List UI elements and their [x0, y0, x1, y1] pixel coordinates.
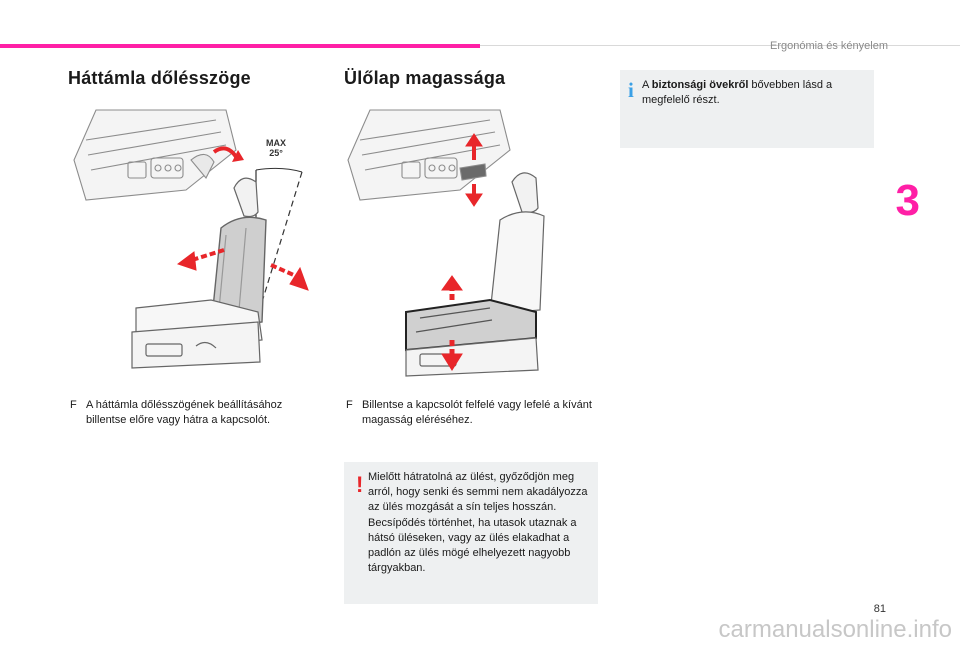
arrowhead-icon: [232, 150, 244, 162]
door-panel-drawing: [347, 109, 511, 201]
seat-updown-arrows: [441, 275, 463, 371]
seat-drawing: [405, 172, 545, 377]
accent-bar: [0, 44, 480, 48]
warning-icon: !: [356, 472, 364, 497]
switch-updown-arrows: [465, 133, 483, 207]
info-prefix: A: [642, 79, 652, 91]
chapter-number: 3: [895, 176, 920, 225]
step-backrest: F A háttámla dőlésszögének beállításához…: [70, 398, 310, 428]
warning-box: ! Mielőtt hátratolná az ülést, győződjön…: [344, 462, 598, 604]
tilt-arrows: [176, 248, 309, 291]
bullet-f: F: [70, 399, 77, 411]
chapter-title: Ergonómia és kényelem: [769, 40, 888, 52]
info-box: i A biztonsági övekről bővebben lásd a m…: [620, 70, 874, 148]
watermark: carmanualsonline.info: [718, 616, 952, 643]
seat-drawing: [131, 177, 267, 369]
info-link-seatbelts[interactable]: biztonsági övekről: [651, 79, 749, 91]
step-backrest-text: A háttámla dőlésszögének beállításához b…: [86, 399, 283, 426]
step-seat-height: F Billentse a kapcsolót felfelé vagy lef…: [346, 398, 596, 428]
page-number: 81: [873, 603, 886, 615]
info-icon: i: [628, 78, 634, 102]
info-text: A biztonsági övekről bővebben lásd a meg…: [642, 78, 866, 108]
warning-text: Mielőtt hátratolná az ülést, győződjön m…: [368, 471, 588, 575]
step-seat-height-text: Billentse a kapcsolót felfelé vagy lefel…: [362, 399, 592, 426]
info-suffix: bővebben lásd a megfelelő részt.: [642, 79, 833, 106]
bullet-f: F: [346, 399, 353, 411]
door-panel-drawing: [73, 109, 237, 201]
section-title-backrest: Háttámla dőlésszöge: [68, 68, 251, 88]
section-title-seat-height: Ülőlap magassága: [344, 68, 506, 88]
seat-height-illustration: [347, 109, 545, 377]
header-rule: [480, 45, 960, 46]
